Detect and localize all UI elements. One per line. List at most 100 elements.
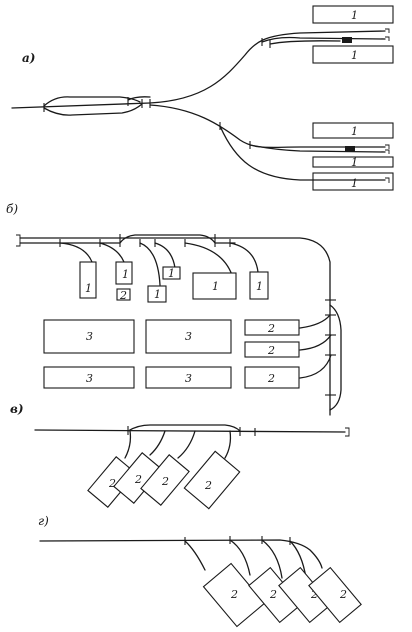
lower-branch-track-3 xyxy=(219,125,386,181)
section-v-scheme: в) 2 2 2 2 xyxy=(10,402,350,510)
feeder-g-2 xyxy=(229,539,251,576)
svg-text:2: 2 xyxy=(161,475,169,488)
angled-warehouse-v-3: 2 xyxy=(140,454,190,506)
warehouse-b-4-label: 1 xyxy=(154,288,161,301)
warehouse-b-big-4 xyxy=(145,366,232,389)
warehouse-b-right-1 xyxy=(244,319,300,336)
loop-track-v xyxy=(127,424,241,432)
feeder-g-1 xyxy=(184,540,206,571)
warehouse-label-3: 1 xyxy=(351,125,358,138)
upper-branch-track-2 xyxy=(261,36,386,43)
warehouse-b-2-label: 1 xyxy=(122,268,129,281)
main-track-g xyxy=(39,539,323,569)
warehouse-b-right-3-label: 2 xyxy=(267,372,275,385)
warehouse-b-7 xyxy=(249,271,269,300)
angled-warehouse-g-1: 2 xyxy=(202,562,266,628)
passing-loop-lower xyxy=(43,103,143,116)
feeder-v-4 xyxy=(224,430,232,459)
warehouse-b-6 xyxy=(192,272,237,300)
main-track-b xyxy=(19,237,331,301)
buffer-stops-lower xyxy=(385,144,390,183)
warehouse-b-big-3-label: 3 xyxy=(86,372,93,385)
warehouse-b-5 xyxy=(162,266,181,280)
buffer-block-lower xyxy=(345,146,355,152)
angled-warehouse-g-4: 2 xyxy=(308,566,362,624)
warehouse-b-2 xyxy=(115,261,133,285)
buffer-stop-b xyxy=(16,234,21,247)
feeder-v-2 xyxy=(149,430,166,456)
section-a-scheme: а) 1 1 1 1 1 xyxy=(11,5,394,191)
switch-ticks-g xyxy=(184,536,291,545)
feeder-v-1 xyxy=(124,430,132,459)
warehouse-box-5 xyxy=(312,172,394,191)
switch-ticks-v xyxy=(127,426,256,436)
section-label-a: а) xyxy=(22,51,35,65)
siding-b-2 xyxy=(99,242,125,263)
siding-b-4 xyxy=(154,242,176,269)
switch-ticks-a xyxy=(43,38,271,149)
upper-branch-track-1 xyxy=(149,30,386,104)
switch-ticks-b xyxy=(59,234,336,396)
svg-text:2: 2 xyxy=(204,479,212,492)
main-track-v xyxy=(34,429,346,433)
warehouse-label-4: 1 xyxy=(351,156,358,169)
section-label-g: г) xyxy=(38,514,49,528)
warehouse-b-right-2-label: 2 xyxy=(267,344,275,357)
section-label-v: в) xyxy=(10,402,24,416)
angled-warehouse-v-4: 2 xyxy=(183,450,241,510)
warehouse-label-2: 1 xyxy=(351,49,358,62)
crossover xyxy=(127,96,151,101)
warehouse-b-7-label: 1 xyxy=(256,280,263,293)
siding-b-6 xyxy=(229,242,259,273)
main-track xyxy=(11,102,151,109)
warehouse-b-right-1-label: 2 xyxy=(267,322,275,335)
buffer-stops-upper xyxy=(385,28,390,41)
feeder-g-3 xyxy=(261,539,283,579)
lower-branch-track-2 xyxy=(249,144,386,153)
feeder-v-3 xyxy=(177,430,196,459)
warehouse-box-3 xyxy=(312,122,394,139)
warehouse-b-right-3 xyxy=(244,366,300,389)
warehouse-b-3 xyxy=(116,288,131,301)
loop-track-b xyxy=(19,234,236,244)
siding-b-5 xyxy=(184,242,233,276)
warehouse-b-big-4-label: 3 xyxy=(185,372,192,385)
warehouse-b-big-2-label: 3 xyxy=(185,330,192,343)
connector-b-3 xyxy=(299,354,332,379)
siding-b-1 xyxy=(59,242,93,263)
lower-branch-track-1 xyxy=(149,104,386,149)
warehouse-box-2 xyxy=(312,45,394,64)
siding-b-3 xyxy=(139,242,161,286)
warehouse-b-5-label: 1 xyxy=(168,267,175,280)
svg-text:2: 2 xyxy=(339,588,347,601)
warehouse-b-3-label: 2 xyxy=(119,289,127,302)
warehouse-label-1: 1 xyxy=(351,9,358,22)
section-b-scheme: б) 1 1 2 1 1 1 1 3 3 3 3 xyxy=(6,202,342,416)
connector-b-1 xyxy=(299,314,331,329)
passing-loop-upper xyxy=(43,96,141,107)
buffer-stop-v xyxy=(345,427,350,437)
warehouse-b-right-2 xyxy=(244,341,300,358)
warehouse-b-4 xyxy=(147,285,167,303)
warehouse-box-4 xyxy=(312,156,394,168)
warehouse-b-1 xyxy=(79,261,97,299)
vertical-loop-b xyxy=(329,304,342,411)
connector-b-2 xyxy=(299,334,332,351)
section-label-b: б) xyxy=(6,202,18,216)
warehouse-b-big-1 xyxy=(43,319,135,354)
svg-text:2: 2 xyxy=(310,588,318,601)
svg-text:2: 2 xyxy=(134,473,142,486)
warehouse-b-big-3 xyxy=(43,366,135,389)
section-g-scheme: г) 2 2 2 2 xyxy=(38,514,362,628)
upper-branch-siding xyxy=(269,40,341,45)
buffer-block-upper xyxy=(342,37,352,43)
svg-text:2: 2 xyxy=(269,588,277,601)
warehouse-label-5: 1 xyxy=(351,177,358,190)
svg-text:2: 2 xyxy=(108,477,116,490)
warehouse-box-1 xyxy=(312,5,394,24)
warehouse-b-big-2 xyxy=(145,319,232,354)
warehouse-b-big-1-label: 3 xyxy=(86,330,93,343)
warehouse-b-1-label: 1 xyxy=(85,282,92,295)
svg-text:2: 2 xyxy=(230,588,238,601)
